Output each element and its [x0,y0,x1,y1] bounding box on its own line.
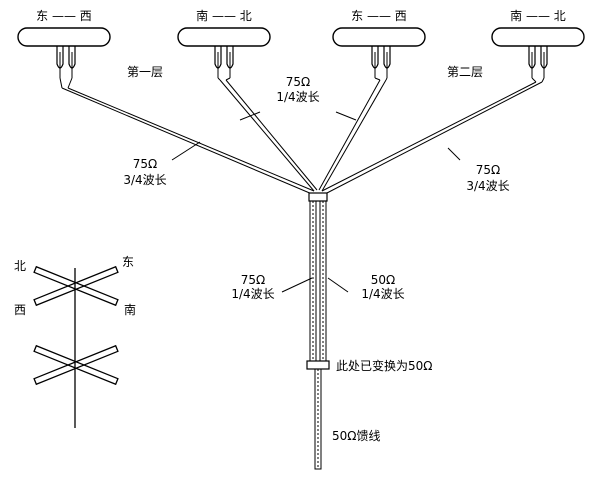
right-line-ohm: 75Ω [476,163,500,177]
dipole-2-orientation: 南 —— 北 [196,8,252,23]
center-line-ohm: 75Ω [286,75,310,89]
transform-box [306,360,330,370]
side-view-east: 东 [122,255,134,269]
dipole-2 [177,27,271,78]
layer-1-label: 第一层 [127,65,163,79]
vertical-right-length: 1/4波长 [361,287,404,301]
dipole-4-orientation: 南 —— 北 [510,8,566,23]
right-line-length: 3/4波长 [466,179,509,193]
dipole-1 [17,27,111,78]
dipole-3-orientation: 东 —— 西 [351,9,407,23]
leader-lines [171,111,461,293]
side-view-west: 西 [14,303,26,317]
side-view-antenna [33,265,119,428]
vertical-left-length: 1/4波长 [231,287,274,301]
dipole-3 [332,27,426,78]
vertical-right-ohm: 50Ω [371,273,395,287]
dipole-1-orientation: 东 —— 西 [36,9,92,23]
dipole-4 [491,27,585,78]
vertical-left-ohm: 75Ω [241,273,265,287]
feeder-label: 50Ω馈线 [332,429,380,443]
center-line-length: 1/4波长 [276,90,319,104]
left-line-length: 3/4波长 [123,173,166,187]
side-view-south: 南 [124,302,136,317]
layer-2-label: 第二层 [447,65,483,79]
junction-box [308,192,328,202]
left-line-ohm: 75Ω [133,157,157,171]
feeder-line [314,368,322,470]
vertical-coax [309,200,327,362]
feed-lines [59,77,545,195]
side-view-north: 北 [14,259,26,273]
transform-note: 此处已变换为50Ω [336,358,432,373]
